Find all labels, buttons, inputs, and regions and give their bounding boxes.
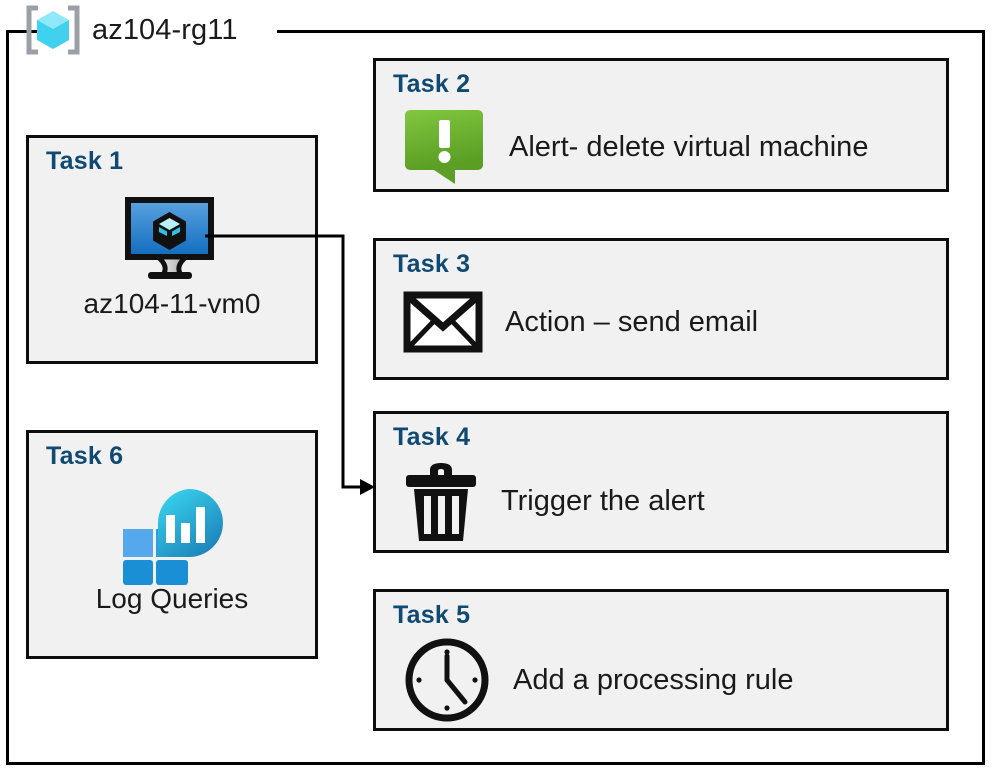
card-task-2[interactable]: Task 2 Alert- delete virtual machine <box>373 58 949 192</box>
log-analytics-icon <box>123 489 223 585</box>
task-4-row: Trigger the alert <box>403 458 705 544</box>
resource-group-boundary <box>6 30 985 765</box>
resource-group-boundary-top-right <box>277 30 985 33</box>
task-6-title: Task 6 <box>46 442 124 470</box>
task-4-title: Task 4 <box>393 423 471 451</box>
task-3-label: Action – send email <box>505 305 759 338</box>
task-6-icon-wrap <box>29 485 315 585</box>
virtual-machine-icon <box>125 197 214 279</box>
task-4-label: Trigger the alert <box>501 484 705 517</box>
task-6-caption: Log Queries <box>95 583 249 614</box>
card-task-3[interactable]: Task 3 Action – send email <box>373 238 949 380</box>
task-1-icon-wrap <box>29 196 315 282</box>
task-5-row: Add a processing rule <box>403 636 794 724</box>
envelope-icon <box>403 291 483 353</box>
card-task-5[interactable]: Task 5 Add a processing rule <box>373 589 949 731</box>
trash-can-icon <box>406 463 476 541</box>
resource-group-boundary-top-left <box>6 30 38 33</box>
card-task-6[interactable]: Task 6 <box>26 430 318 659</box>
task-2-row: Alert- delete virtual machine <box>403 108 868 186</box>
task-5-title: Task 5 <box>393 601 471 629</box>
azure-resource-group-icon <box>26 5 80 55</box>
task-5-label: Add a processing rule <box>513 663 794 696</box>
task-1-caption: az104-11-vm0 <box>83 288 261 319</box>
task-3-row: Action – send email <box>403 291 758 353</box>
card-task-4[interactable]: Task 4 Trigger the alert <box>373 411 949 553</box>
alert-speech-bubble-icon <box>405 110 483 184</box>
task-2-label: Alert- delete virtual machine <box>509 130 869 163</box>
resource-group-name: az104-rg11 <box>92 13 238 46</box>
card-task-1[interactable]: Task 1 <box>26 135 318 364</box>
resource-group-header: az104-rg11 <box>22 2 238 58</box>
task-3-title: Task 3 <box>393 250 471 278</box>
task-1-title: Task 1 <box>46 147 124 175</box>
clock-icon <box>405 638 489 722</box>
task-2-title: Task 2 <box>393 70 471 98</box>
